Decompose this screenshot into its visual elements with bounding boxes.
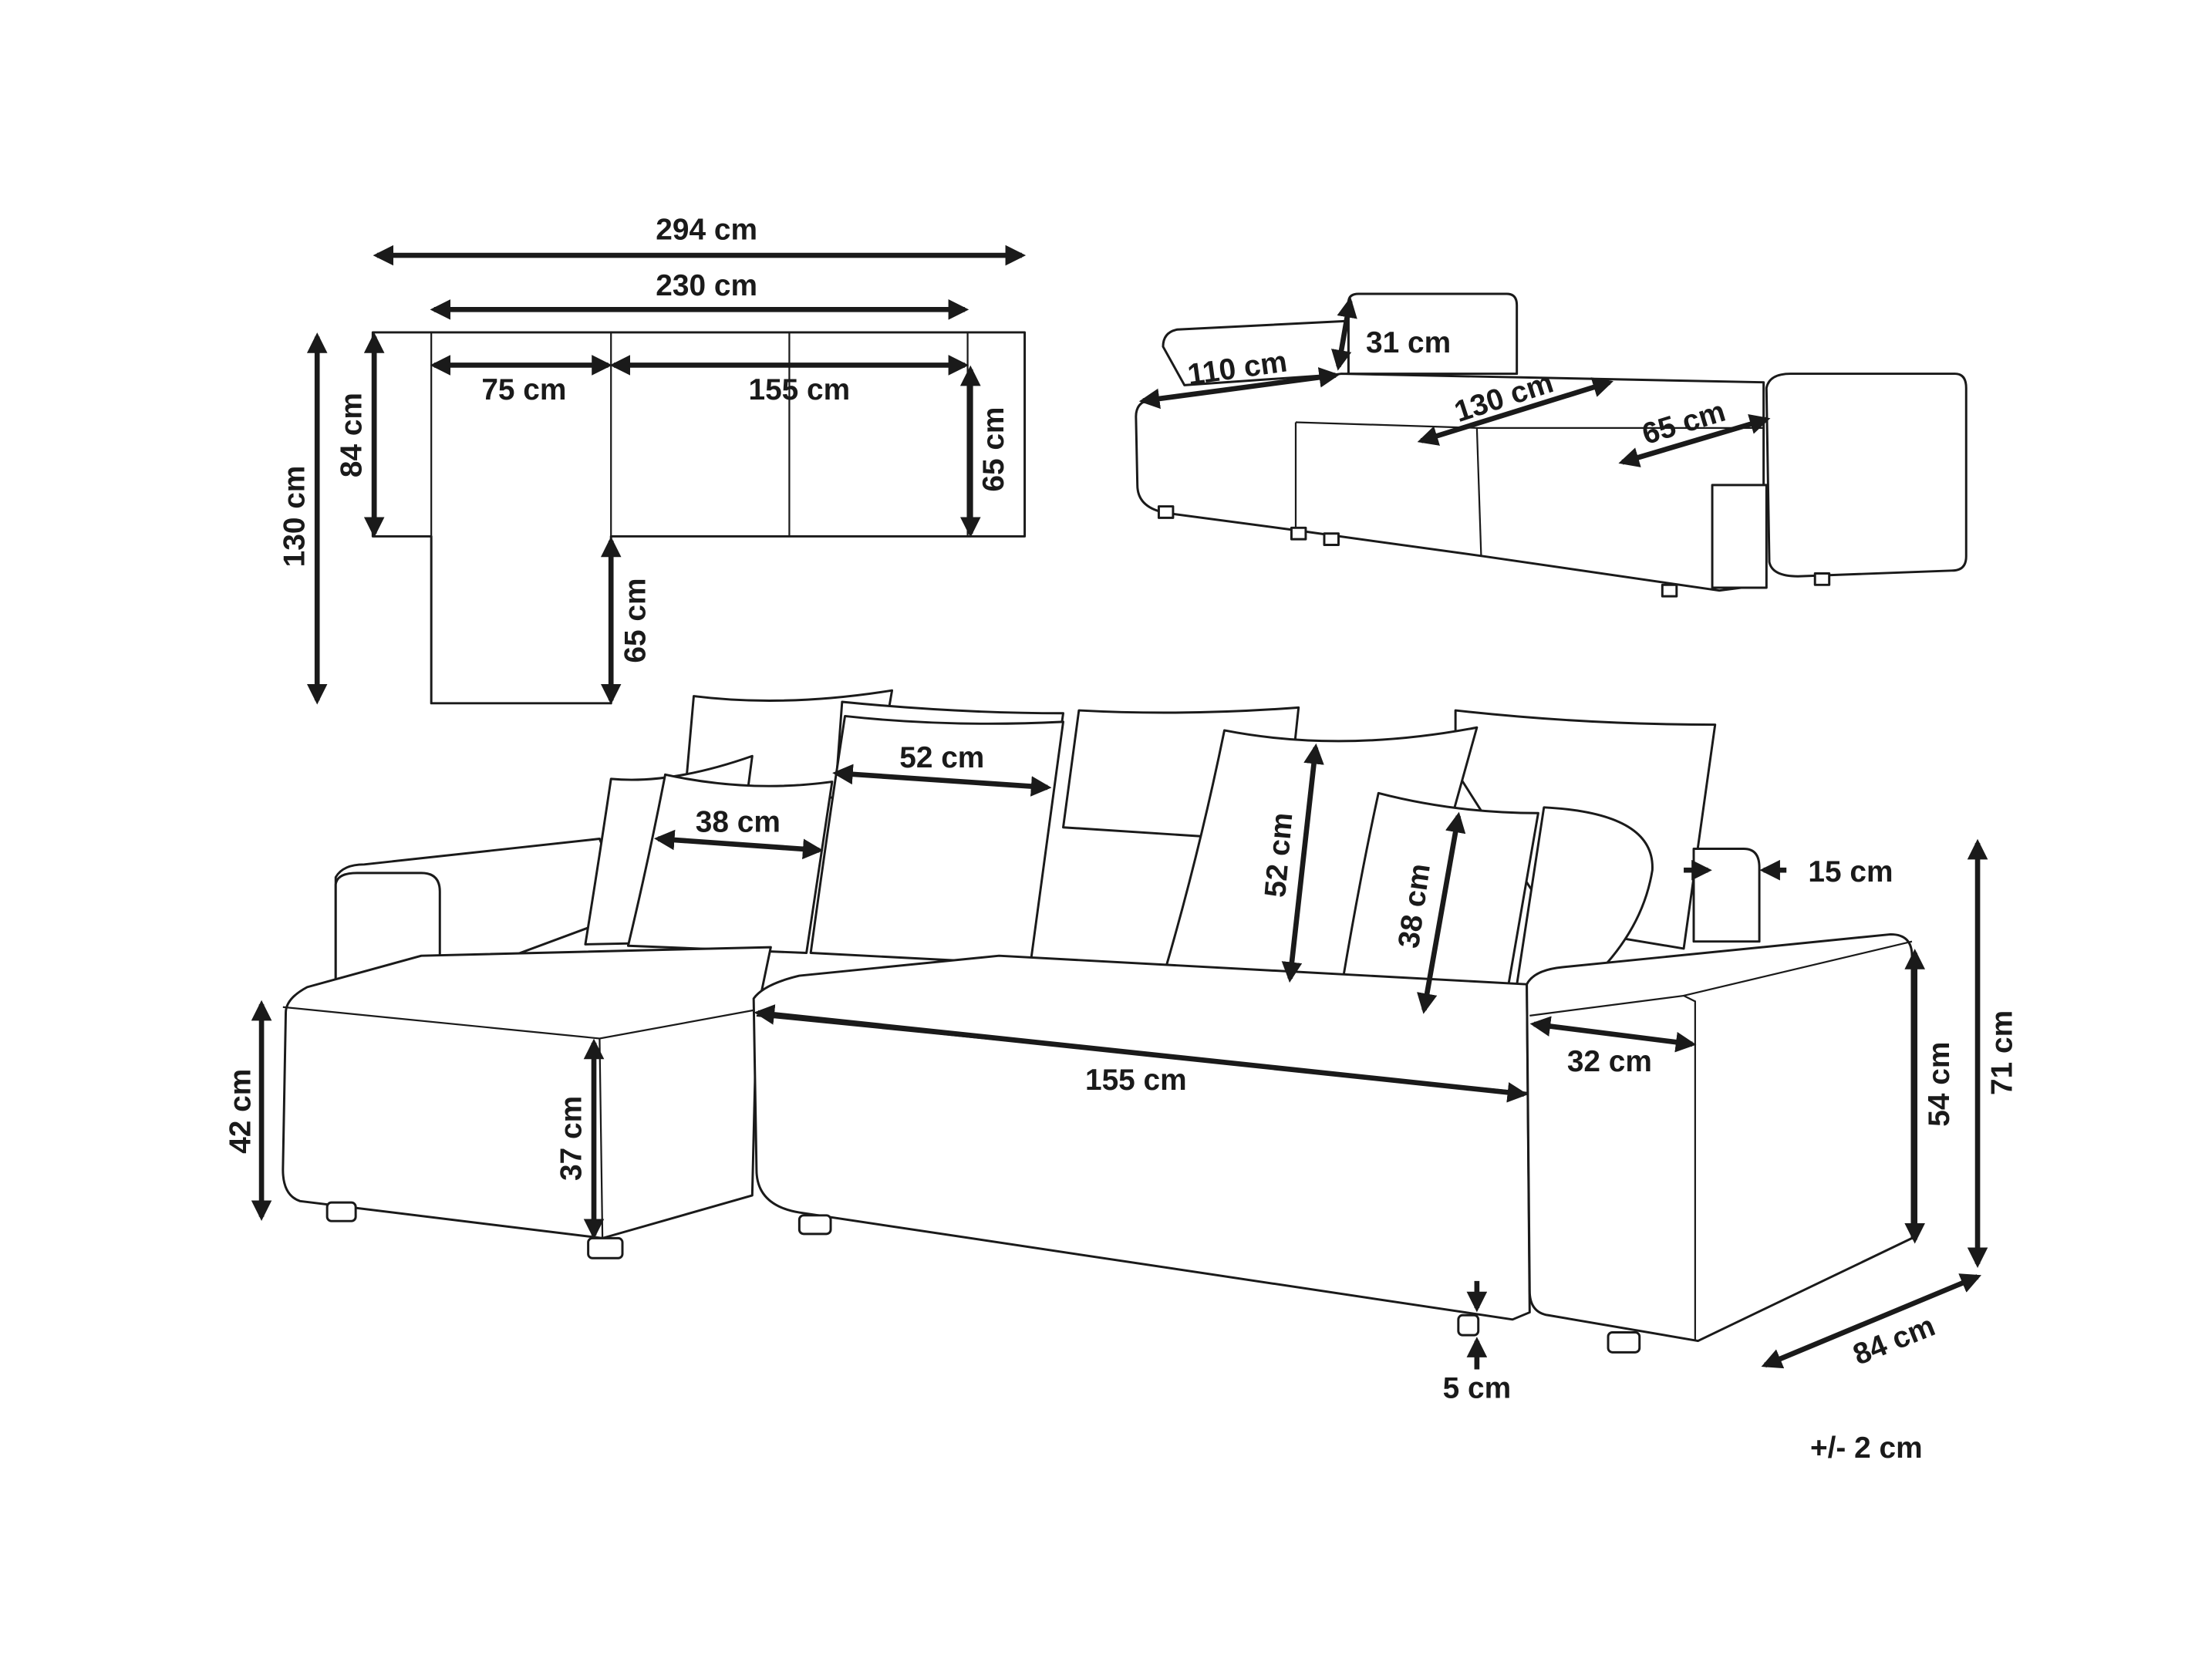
total-depth-label: 130 cm [278,466,312,568]
dimension-arrow [1618,414,1771,467]
sofa-seat-label: 155 cm [749,373,851,406]
back-height-label: 31 cm [1366,326,1451,359]
dimension-arrow [1761,1273,1981,1369]
dimension-arrow [1281,743,1324,983]
overall-width-label: 294 cm [656,214,757,247]
seat-length-label: 155 cm [1085,1064,1187,1097]
sofa-depth-label: 84 cm [336,393,369,477]
armrest-height-label: 54 cm [1923,1042,1956,1127]
dimension-arrow [1417,811,1466,1014]
seat-height-label: 37 cm [555,1096,588,1181]
chaise-seat-label: 75 cm [481,373,566,406]
top-view-plan: 294 cm 230 cm 75 cm 155 cm 65 cm 84 cm 1… [278,214,1027,705]
large-cushion-height-label: 52 cm [1259,811,1299,899]
tolerance-note: +/- 2 cm [1810,1431,1923,1465]
seat-depth-right-label: 65 cm [977,407,1010,492]
armrest-thickness-label: 15 cm [1808,855,1893,889]
armrest-width-label: 32 cm [1567,1045,1652,1078]
dimension-arrow [754,1004,1529,1103]
dimension-arrow [653,829,824,860]
depth-label: 84 cm [1849,1310,1940,1372]
sofa-bed-view: 110 cm 31 cm 130 cm 65 cm [1135,292,1968,598]
large-cushion-width-label: 52 cm [899,741,984,774]
sofa-perspective-view: 52 cm 38 cm 52 cm 38 cm 15 cm 155 cm 32 … [224,689,2018,1405]
dimension-arrow [1529,1016,1697,1053]
chaise-height-label: 42 cm [224,1069,257,1154]
small-cushion-width-label: 38 cm [696,805,781,838]
dimension-arrow [1138,367,1340,410]
dimension-arrow [1417,377,1613,446]
leg-height-label: 5 cm [1443,1372,1512,1405]
dimension-arrow [1331,297,1357,371]
dimension-arrow [832,764,1052,797]
chaise-extension-label: 65 cm [619,578,652,663]
seat-width-label: 230 cm [656,269,757,302]
total-height-label: 71 cm [1985,1010,2018,1095]
